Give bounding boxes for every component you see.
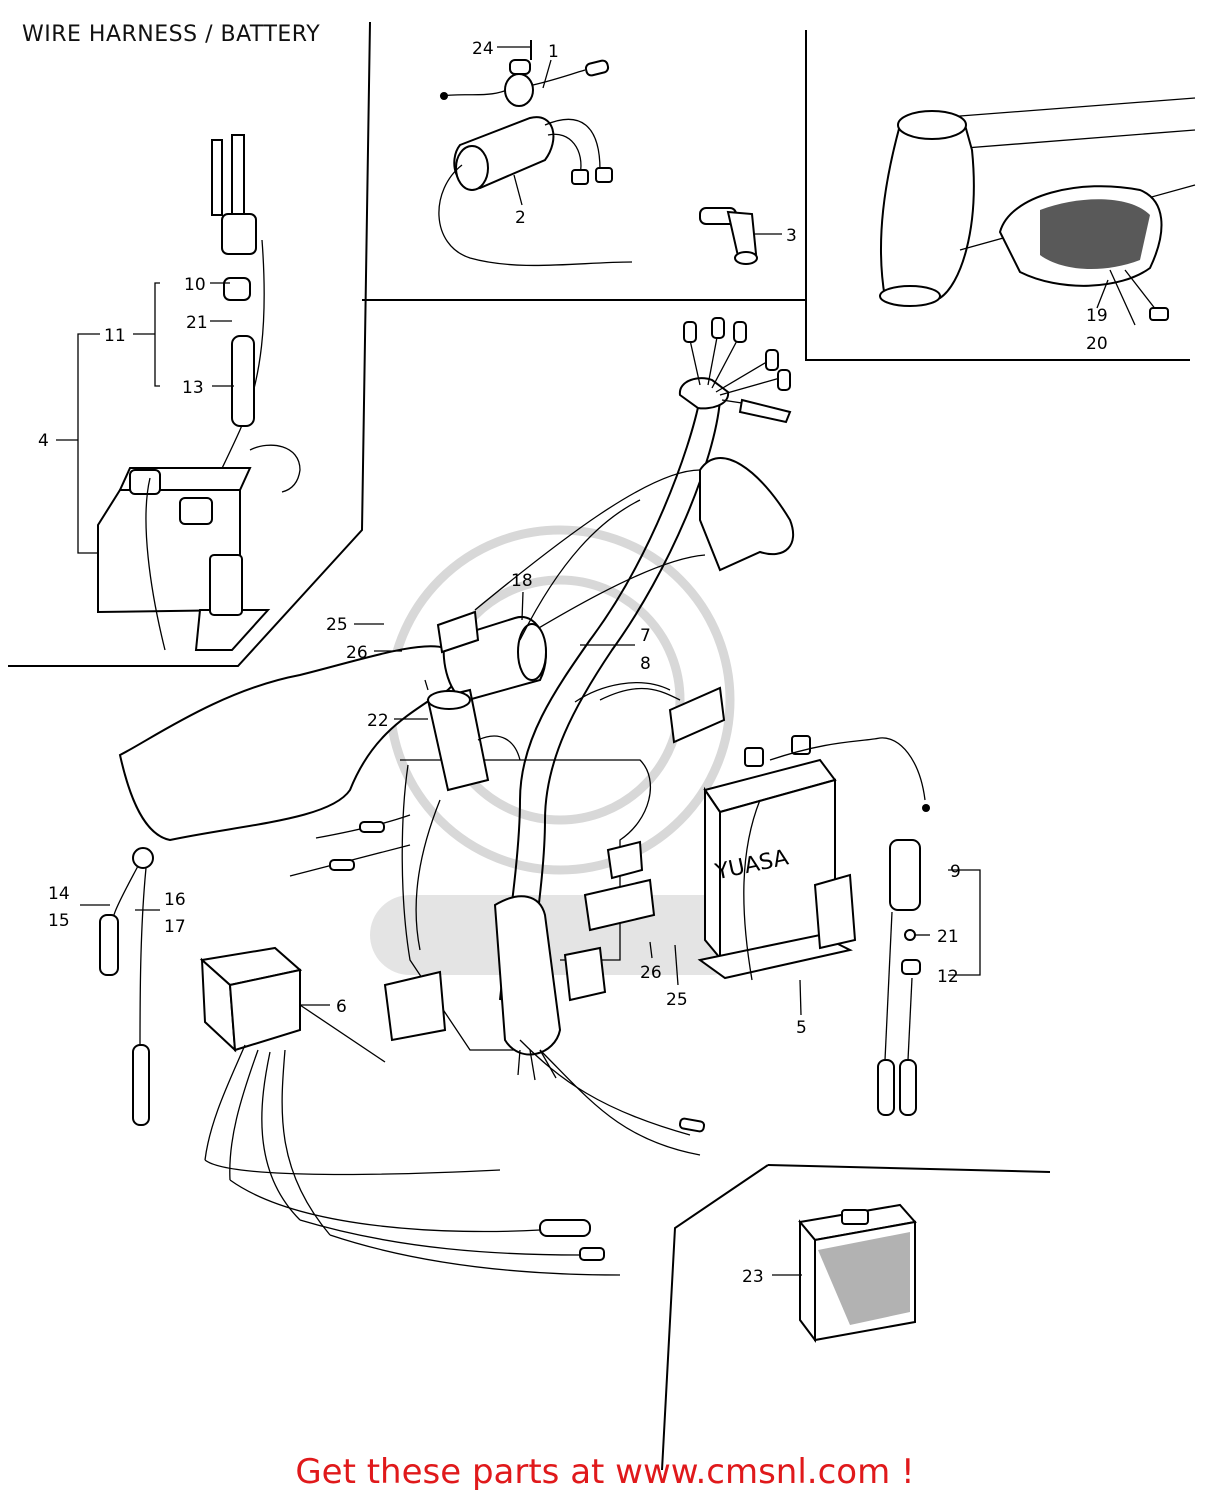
callout-23: 23	[742, 1267, 764, 1287]
lead-wires	[289, 682, 671, 877]
spark-plug-cap	[699, 207, 758, 265]
callout-17: 17	[164, 917, 186, 937]
watermark-logo	[370, 525, 750, 975]
callout-14: 14	[48, 884, 70, 904]
callout-24: 24	[472, 39, 494, 59]
callout-26-right: 26	[640, 963, 662, 983]
callout-20: 20	[1086, 334, 1108, 354]
callout-3: 3	[786, 226, 797, 246]
bottom-harness-bundle	[493, 895, 706, 1156]
callout-16: 16	[164, 890, 186, 910]
callout-13: 13	[182, 378, 204, 398]
callout-21-right: 21	[937, 927, 959, 947]
callout-18: 18	[511, 571, 533, 591]
cta-footer[interactable]: Get these parts at www.cmsnl.com !	[295, 1452, 915, 1492]
battery-right-breather	[877, 839, 921, 1116]
callout-15: 15	[48, 911, 70, 931]
callout-19: 19	[1086, 306, 1108, 326]
callout-12: 12	[937, 967, 959, 987]
leader-lines	[56, 46, 1109, 1276]
callout-7: 7	[640, 626, 651, 646]
left-lead-wires	[99, 847, 154, 1126]
callout-26: 26	[346, 643, 368, 663]
rectifier	[199, 946, 621, 1276]
headlight-mount	[879, 97, 1196, 326]
callout-11: 11	[104, 326, 126, 346]
ignition-switch	[439, 40, 610, 107]
callout-4: 4	[38, 431, 49, 451]
callout-8: 8	[640, 654, 651, 674]
callout-10: 10	[184, 275, 206, 295]
callout-21: 21	[186, 313, 208, 333]
callout-1: 1	[548, 42, 559, 62]
battery-rubber-cover	[798, 1203, 917, 1343]
callout-labels: 24 1 2 3 10 21 11 13 4 19 20 18 7 8 25 2…	[38, 39, 1108, 1287]
battery-left	[97, 134, 301, 651]
diagram-title: WIRE HARNESS / BATTERY	[22, 22, 321, 47]
battery-yuasa	[697, 735, 930, 981]
fuse-holder-22	[424, 679, 521, 792]
callout-2: 2	[515, 208, 526, 228]
section-dividers	[8, 21, 1190, 1471]
callout-9: 9	[950, 862, 961, 882]
callout-25: 25	[326, 615, 348, 635]
condenser	[438, 116, 633, 267]
connector-blocks	[383, 686, 726, 1042]
callout-25-right: 25	[666, 990, 688, 1010]
callout-6: 6	[336, 997, 347, 1017]
callout-22: 22	[367, 711, 389, 731]
callout-5: 5	[796, 1018, 807, 1038]
ignition-coil	[436, 499, 641, 702]
